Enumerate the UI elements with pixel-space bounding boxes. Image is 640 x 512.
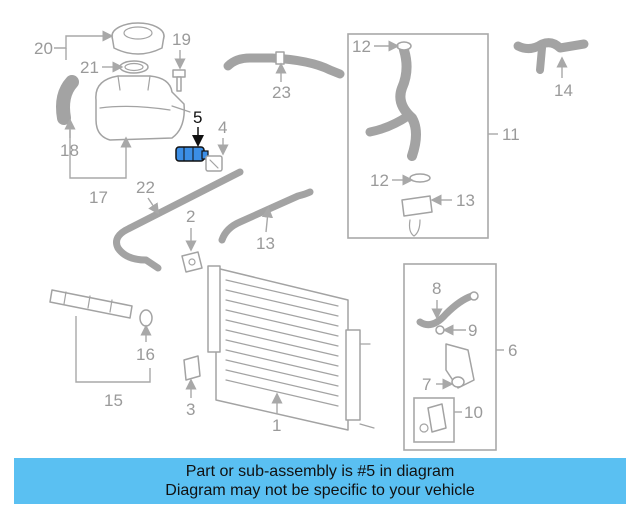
callout-1: 1 xyxy=(272,416,281,435)
banner-line-2: Diagram may not be specific to your vehi… xyxy=(165,482,475,499)
callout-17-group: 16 xyxy=(136,324,155,364)
long-hose-part[interactable] xyxy=(113,168,244,272)
parts-diagram: 20 21 17 18 19 5 xyxy=(34,22,589,451)
callout-3: 3 xyxy=(186,400,195,419)
seal-17-part[interactable] xyxy=(139,309,153,327)
callout-24: 23 xyxy=(272,83,291,102)
cap-seal-ring-part[interactable] xyxy=(119,60,149,74)
info-banner: Part or sub-assembly is #5 in diagram Di… xyxy=(14,458,626,504)
bracket-2-part[interactable] xyxy=(181,251,203,273)
part-5-highlighted[interactable] xyxy=(175,146,209,162)
callout-24-group: 23 xyxy=(272,62,291,102)
callout-16: 15 xyxy=(104,391,123,410)
callout-9: 9 xyxy=(468,321,477,340)
expansion-tank-part[interactable] xyxy=(95,75,191,141)
callout-21: 20 xyxy=(34,39,53,58)
upper-hose-part[interactable] xyxy=(223,51,345,79)
callout-3-group: 3 xyxy=(185,378,197,419)
callout-12a-group: 12 xyxy=(352,37,400,56)
callout-19: 18 xyxy=(60,141,79,160)
callout-10-group: 10 xyxy=(454,403,483,422)
banner-line-1: Part or sub-assembly is #5 in diagram xyxy=(185,463,455,480)
callout-20: 19 xyxy=(172,30,191,49)
callout-7-group: 7 xyxy=(422,375,454,394)
callout-7: 7 xyxy=(422,375,431,394)
callout-13: 13 xyxy=(456,191,475,210)
clip-part[interactable] xyxy=(205,155,223,172)
callout-2: 2 xyxy=(186,207,195,226)
callout-4: 4 xyxy=(218,118,227,137)
callout-11: 11 xyxy=(502,125,520,144)
callout-5-group: 5 xyxy=(192,108,204,147)
callout-14-group: 13 xyxy=(256,206,275,253)
callout-8: 8 xyxy=(432,279,441,298)
callout-12b-group: 12 xyxy=(370,171,414,190)
reservoir-cap-part[interactable] xyxy=(111,22,165,55)
bracket-3-part[interactable] xyxy=(183,355,201,381)
callout-1-group: 1 xyxy=(271,392,283,435)
callout-4-group: 4 xyxy=(217,118,229,156)
callout-5: 5 xyxy=(193,108,202,127)
radiator-part[interactable] xyxy=(207,265,375,431)
assembly-11-box xyxy=(347,33,489,239)
callout-13-group: 13 xyxy=(430,191,475,210)
callout-2-group: 2 xyxy=(185,207,197,252)
hose-14-part[interactable] xyxy=(218,188,314,244)
callout-17: 16 xyxy=(136,345,155,364)
tank-hose-part[interactable] xyxy=(56,75,79,125)
callout-22-group: 21 xyxy=(80,58,124,77)
callout-19-group: 18 xyxy=(60,118,79,160)
callout-20-group: 19 xyxy=(172,30,191,70)
callout-12b: 12 xyxy=(370,171,389,190)
callout-15-group: 14 xyxy=(554,56,573,100)
callout-14: 13 xyxy=(256,234,275,253)
callout-21-group: 20 xyxy=(34,30,114,60)
assembly-11-hoses[interactable] xyxy=(365,41,433,237)
assembly-6-box xyxy=(403,263,497,451)
pipe-16-part[interactable] xyxy=(49,289,133,319)
callout-6: 6 xyxy=(508,341,517,360)
bolt-part[interactable] xyxy=(172,69,186,92)
callout-10: 10 xyxy=(464,403,483,422)
callout-18-group: 17 xyxy=(69,130,132,207)
callout-11-group: 11 xyxy=(488,125,520,144)
callout-8-group: 8 xyxy=(431,279,443,320)
callout-12a: 12 xyxy=(352,37,371,56)
callout-23-group: 22 xyxy=(136,178,160,215)
callout-18: 17 xyxy=(89,188,108,207)
callout-16-group: 15 xyxy=(75,316,151,410)
callout-9-group: 9 xyxy=(442,321,477,340)
callout-15: 14 xyxy=(554,81,573,100)
callout-23: 22 xyxy=(136,178,155,197)
callout-22: 21 xyxy=(80,58,99,77)
callout-6-group: 6 xyxy=(496,341,517,360)
hose-15-part[interactable] xyxy=(513,38,589,74)
